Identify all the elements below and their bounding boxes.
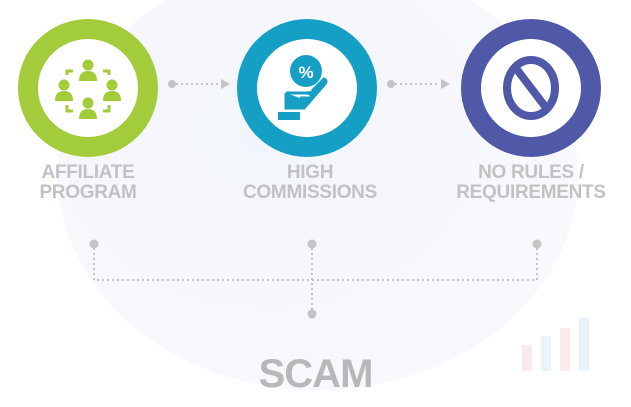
label-line: HIGH bbox=[286, 162, 334, 183]
high-commissions-circle: % bbox=[237, 19, 377, 157]
result-label: SCAM bbox=[258, 352, 374, 396]
arrow-start-dot bbox=[387, 80, 395, 88]
connector-dot bbox=[89, 239, 99, 249]
label-line: PROGRAM bbox=[39, 182, 137, 203]
arrow-start-dot bbox=[168, 80, 176, 88]
hand-percent-icon: % bbox=[278, 55, 328, 120]
connector-dot bbox=[307, 239, 317, 249]
connector-dot bbox=[307, 309, 317, 319]
step-label-affiliate: AFFILIATE PROGRAM bbox=[0, 163, 188, 203]
label-line: AFFILIATE bbox=[41, 162, 135, 183]
label-line: COMMISSIONS bbox=[243, 182, 377, 203]
prohibited-icon bbox=[503, 56, 559, 120]
label-line: REQUIREMENTS bbox=[456, 182, 606, 203]
people-network-icon bbox=[55, 59, 121, 119]
bracket-line bbox=[93, 248, 538, 310]
faint-bar-chart-icon bbox=[522, 318, 589, 371]
step-label-commissions: HIGH COMMISSIONS bbox=[210, 163, 410, 203]
no-rules-circle bbox=[461, 19, 601, 157]
step-label-no-rules: NO RULES / REQUIREMENTS bbox=[431, 163, 631, 203]
affiliate-program-circle bbox=[18, 19, 158, 157]
arrow-head-icon bbox=[221, 79, 230, 89]
svg-text:%: % bbox=[298, 63, 313, 82]
arrow-head-icon bbox=[441, 79, 450, 89]
connector-dot bbox=[532, 239, 542, 249]
label-line: NO RULES / bbox=[478, 162, 584, 183]
